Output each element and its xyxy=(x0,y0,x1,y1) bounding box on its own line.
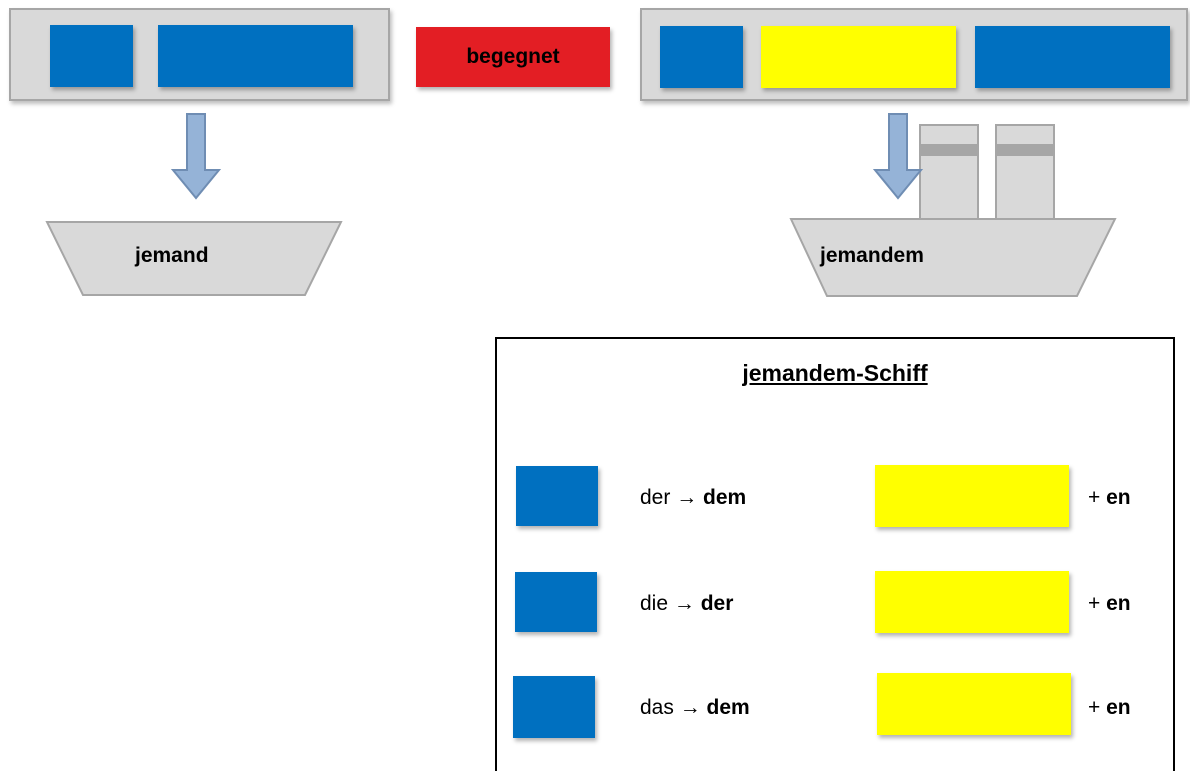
subject-noun-block xyxy=(158,25,353,87)
legend-to-article: dem xyxy=(706,696,750,719)
legend-to-article: dem xyxy=(703,486,747,509)
plus-sign: + xyxy=(1088,592,1101,615)
verb-label: begegnet xyxy=(466,45,560,68)
legend-box xyxy=(495,337,1175,771)
plus-sign: + xyxy=(1088,486,1101,509)
subject-ship-label: jemand xyxy=(135,244,209,267)
down-arrow-icon xyxy=(170,113,222,200)
legend-adjective-block xyxy=(875,465,1069,527)
legend-adjective-block xyxy=(875,571,1069,633)
legend-to-article: der xyxy=(700,592,734,615)
verb-box: begegnet xyxy=(416,27,610,87)
object-noun-block xyxy=(975,26,1170,88)
legend-row: der → dem xyxy=(640,486,746,510)
legend-adjective-block xyxy=(877,673,1071,735)
legend-ending: + en xyxy=(1088,592,1131,616)
ending-text: en xyxy=(1106,696,1131,719)
ending-text: en xyxy=(1106,486,1131,509)
right-arrow-icon: → xyxy=(679,696,701,719)
plus-sign: + xyxy=(1088,696,1101,719)
legend-row: die → der xyxy=(640,592,733,616)
ending-text: en xyxy=(1106,592,1131,615)
legend-ending: + en xyxy=(1088,486,1131,510)
legend-from-article: das xyxy=(640,696,674,719)
down-arrow-icon xyxy=(872,113,924,200)
legend-title: jemandem-Schiff xyxy=(742,360,928,386)
legend-article-block xyxy=(515,572,597,632)
object-ship-chimneys xyxy=(919,124,1055,222)
subject-ship-hull xyxy=(45,221,343,296)
object-ship-label: jemandem xyxy=(820,244,924,267)
legend-article-block xyxy=(516,466,598,526)
right-arrow-icon: → xyxy=(673,592,695,615)
legend-article-block xyxy=(513,676,595,738)
legend-from-article: der xyxy=(640,486,671,509)
legend-row: das → dem xyxy=(640,696,750,720)
object-article-block xyxy=(660,26,743,88)
subject-article-block xyxy=(50,25,133,87)
legend-from-article: die xyxy=(640,592,669,615)
object-ship-hull xyxy=(789,218,1117,297)
right-arrow-icon: → xyxy=(676,486,698,509)
object-adjective-block xyxy=(761,26,956,88)
legend-ending: + en xyxy=(1088,696,1131,720)
